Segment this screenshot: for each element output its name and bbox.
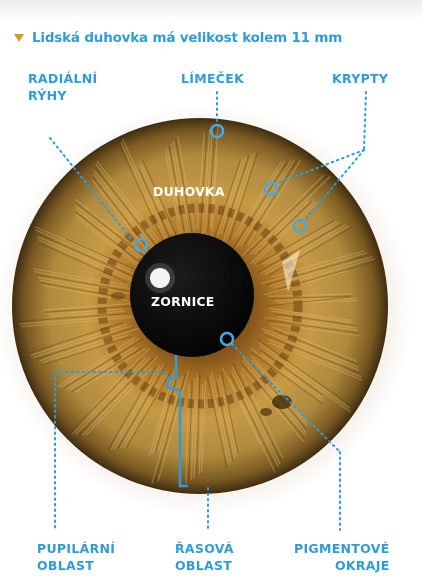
label-pigmentove-okraje: PIGMENTOVÉ OKRAJE bbox=[294, 540, 390, 574]
label-radialni-ryhy-line1: RADIÁLNÍ bbox=[28, 70, 97, 87]
leader-krypty bbox=[364, 92, 366, 150]
label-krypty: KRYPTY bbox=[332, 70, 388, 87]
label-pupilarni-line2: OBLAST bbox=[37, 557, 115, 574]
label-pigmentove-line2: OKRAJE bbox=[294, 557, 390, 574]
label-pupilarni-line1: PUPILÁRNÍ bbox=[37, 540, 115, 557]
label-rasova-line1: ŘASOVÁ bbox=[175, 540, 234, 557]
label-pupilarni-oblast: PUPILÁRNÍ OBLAST bbox=[37, 540, 115, 574]
label-radialni-ryhy: RADIÁLNÍ RÝHY bbox=[28, 70, 97, 104]
label-zornice: ZORNICE bbox=[151, 293, 215, 310]
label-rasova-line2: OBLAST bbox=[175, 557, 234, 574]
label-rasova-oblast: ŘASOVÁ OBLAST bbox=[175, 540, 234, 574]
label-limecek: LÍMEČEK bbox=[181, 70, 244, 87]
label-pigmentove-line1: PIGMENTOVÉ bbox=[294, 540, 390, 557]
label-radialni-ryhy-line2: RÝHY bbox=[28, 87, 97, 104]
label-duhovka: DUHOVKA bbox=[153, 183, 225, 200]
